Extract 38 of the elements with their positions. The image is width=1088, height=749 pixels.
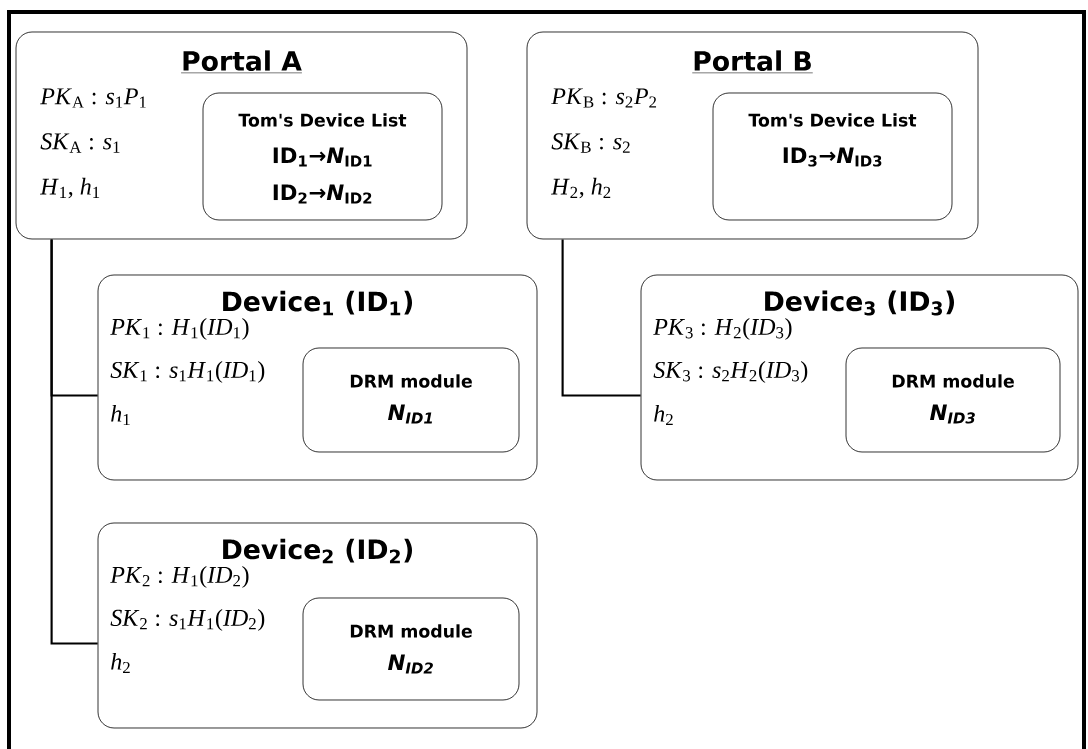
module-box (845, 347, 1061, 453)
device-title: Device$_{2}$ (ID$_{2}$) (223, 538, 413, 564)
key-text: PK$_{2}$ : H$_{1}$(ID$_{2}$) (110, 566, 249, 588)
key-text: h$_{1}$ (111, 404, 130, 426)
list-entry: ID$_{3}$→N$_{ID3}$ (783, 147, 882, 167)
device-list-box (712, 92, 953, 221)
connector-line (561, 239, 641, 397)
key-text: h$_{2}$ (654, 404, 673, 426)
device-title: Device$_{1}$ (ID$_{1}$) (223, 290, 413, 316)
key-text: PK$_{3}$ : H$_{2}$(ID$_{3}$) (653, 318, 792, 340)
module-box (302, 597, 520, 701)
module-title: DRM module (350, 624, 472, 638)
module-key: N$_{ID2}$ (388, 654, 433, 674)
list-entry: ID$_{1}$→N$_{ID1}$ (273, 147, 372, 167)
list-entry: ID$_{2}$→N$_{ID2}$ (273, 184, 372, 204)
key-text: H$_{2}$, h$_{2}$ (551, 177, 611, 199)
device-title: Device$_{3}$ (ID$_{3}$) (765, 290, 955, 316)
module-title: DRM module (350, 374, 472, 388)
module-box (302, 347, 520, 453)
key-text: SK$_{B}$ : s$_{2}$ (551, 133, 630, 153)
module-key: N$_{ID1}$ (388, 404, 432, 424)
key-text: SK$_{2}$ : s$_{1}$H$_{1}$(ID$_{2}$) (110, 609, 265, 631)
key-text: h$_{2}$ (111, 652, 130, 674)
key-text: PK$_{B}$ : s$_{2}$P$_{2}$ (551, 88, 657, 108)
key-text: H$_{1}$, h$_{1}$ (40, 177, 100, 199)
list-title: Tom's Device List (238, 113, 407, 127)
key-text: SK$_{1}$ : s$_{1}$H$_{1}$(ID$_{1}$) (110, 361, 265, 383)
portal-title: Portal B (692, 50, 814, 74)
connector-line (50, 239, 98, 645)
key-text: SK$_{A}$ : s$_{1}$ (40, 133, 120, 153)
module-key: N$_{ID3}$ (930, 404, 975, 424)
key-text: PK$_{1}$ : H$_{1}$(ID$_{1}$) (110, 318, 249, 340)
key-text: PK$_{A}$ : s$_{1}$P$_{1}$ (40, 88, 146, 108)
key-text: SK$_{3}$ : s$_{2}$H$_{2}$(ID$_{3}$) (653, 361, 808, 383)
list-title: Tom's Device List (748, 113, 917, 127)
module-title: DRM module (892, 374, 1014, 388)
portal-title: Portal A (180, 50, 303, 74)
device-list-box (202, 92, 443, 221)
